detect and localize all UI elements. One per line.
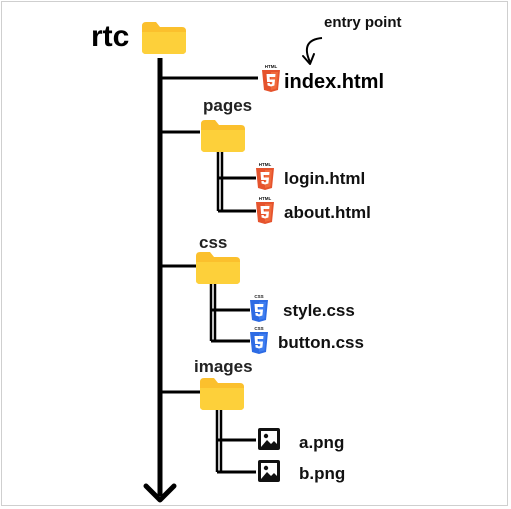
about-html5-icon [256, 196, 274, 224]
entry-point-arrow [306, 37, 323, 63]
images-folder-label: images [194, 357, 253, 376]
images-folder-icon [200, 378, 244, 410]
pages-folder-icon [201, 120, 245, 152]
about-html-label: about.html [284, 203, 371, 222]
entry-point-annotation: entry point [324, 14, 402, 31]
a-png-image-icon [258, 428, 280, 450]
b-png-label: b.png [299, 464, 346, 483]
a-png-label: a.png [299, 433, 345, 452]
trunk-arrow-head [143, 483, 177, 503]
style-css-label: style.css [283, 301, 355, 320]
button-css-label: button.css [278, 333, 364, 352]
style-css3-icon [250, 294, 268, 322]
login-html-label: login.html [284, 169, 366, 188]
css-folder-label: css [199, 233, 228, 252]
b-png-image-icon [258, 460, 280, 482]
pages-folder-label: pages [203, 96, 253, 115]
login-html5-icon [256, 162, 274, 190]
root-folder-label: rtc [91, 20, 130, 53]
button-css3-icon [250, 326, 268, 354]
index-html5-icon [262, 64, 280, 92]
index-html-label: index.html [284, 71, 385, 93]
css-folder-icon [196, 252, 240, 284]
root-folder-icon [142, 22, 186, 54]
